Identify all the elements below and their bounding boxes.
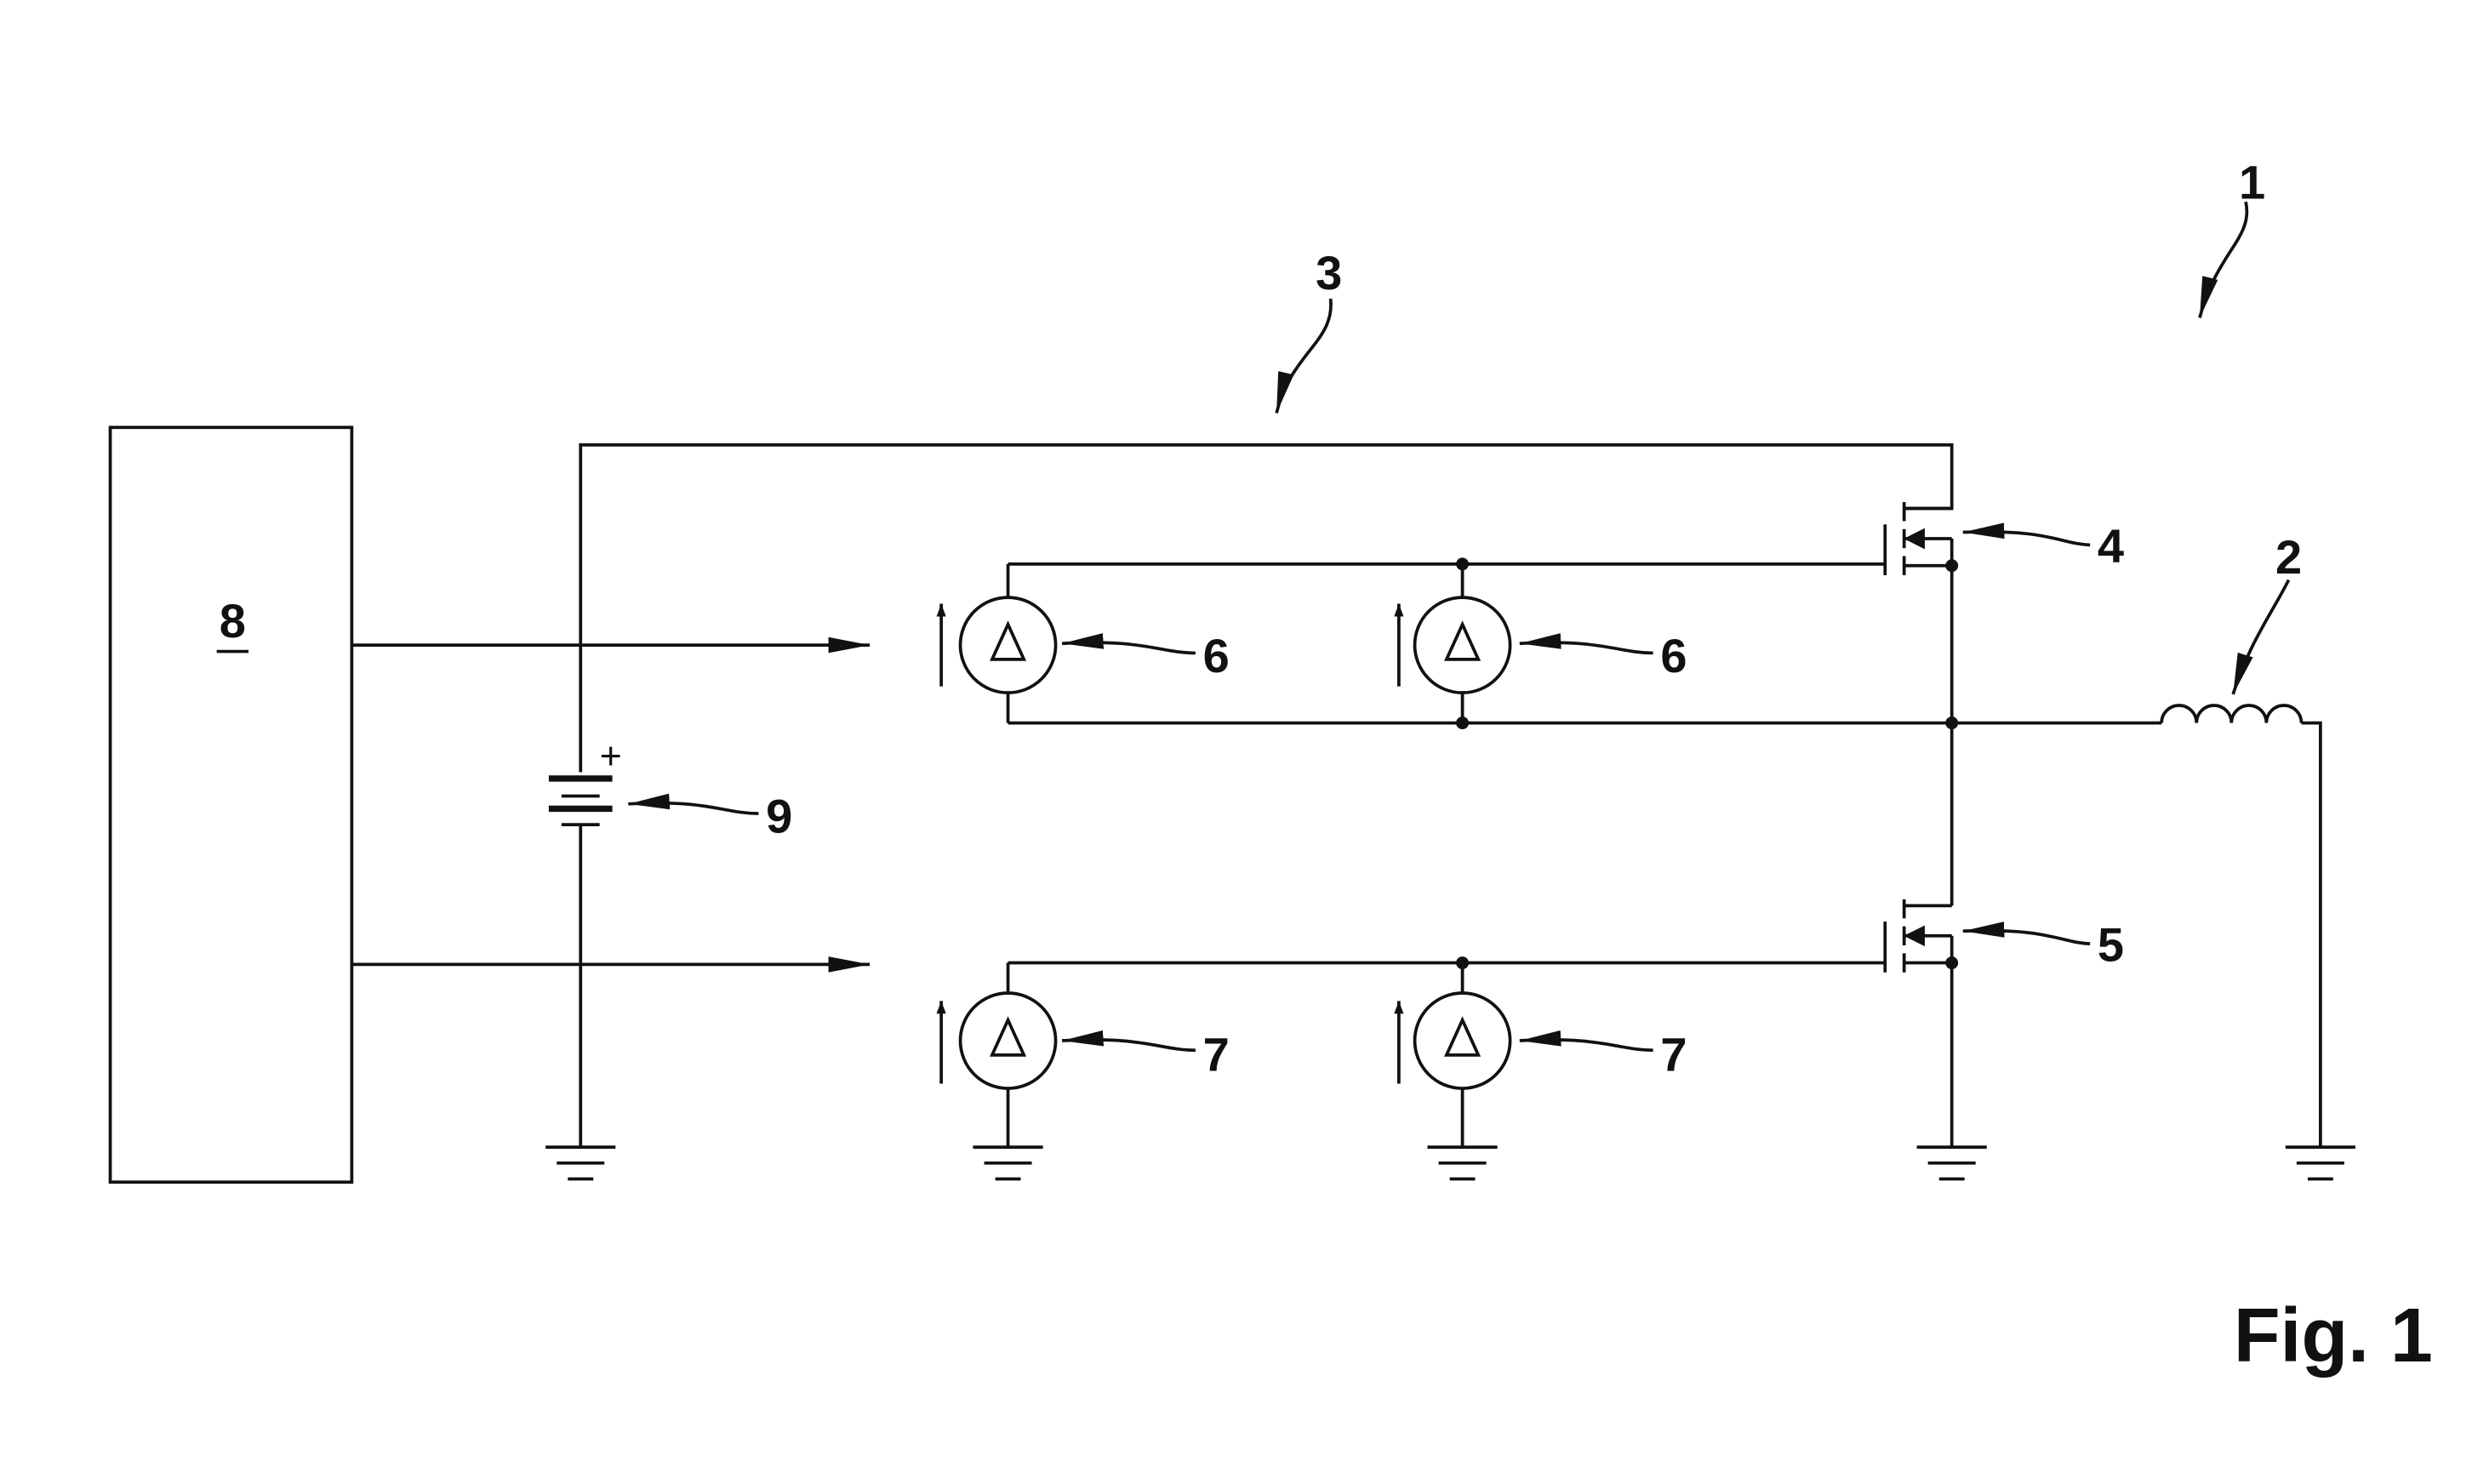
leader-arrow-5 <box>1962 922 2091 946</box>
label-battery: 9 <box>766 789 792 842</box>
ground-symbol-battery <box>545 1145 616 1181</box>
triangle-icon <box>989 620 1027 661</box>
leader-arrow-2 <box>2231 579 2291 695</box>
label-lower-source-1: 7 <box>1203 1028 1230 1082</box>
label-system: 1 <box>2239 155 2265 208</box>
lower-mosfet <box>1883 886 1954 973</box>
leader-arrow-3 <box>1275 298 1333 414</box>
label-upper-source-2: 6 <box>1660 629 1687 682</box>
inductor-coil <box>2160 704 2304 723</box>
label-upper-switch: 4 <box>2098 519 2124 573</box>
ground-symbol-source-7a <box>973 1145 1043 1181</box>
upper-current-source-1 <box>958 596 1058 694</box>
upper-current-source-2 <box>1413 596 1512 694</box>
label-upper-source-1: 6 <box>1203 629 1230 682</box>
lower-current-source-2 <box>1413 991 1512 1090</box>
leader-arrow-6b <box>1519 633 1653 655</box>
leader-arrow-7b <box>1519 1030 1653 1053</box>
triangle-icon <box>989 1016 1027 1057</box>
figure-caption: Fig. 1 <box>2234 1293 2433 1378</box>
triangle-icon <box>1444 620 1481 661</box>
label-inductor: 2 <box>2275 530 2302 584</box>
ground-symbol-source-7b <box>1427 1145 1498 1181</box>
control-unit-block <box>108 425 354 1184</box>
label-lower-source-2: 7 <box>1660 1028 1687 1082</box>
label-lower-switch: 5 <box>2098 918 2124 972</box>
battery-symbol <box>548 775 613 1148</box>
label-control-unit: 8 <box>220 594 246 648</box>
ground-symbol-inductor <box>2285 1145 2355 1181</box>
inductor-return-wire <box>2301 721 2322 1148</box>
upper-mosfet <box>1883 502 1954 575</box>
lower-current-source-1 <box>958 991 1058 1090</box>
battery-plus-sign: + <box>600 735 622 778</box>
ground-symbol-switch <box>1916 1145 1987 1181</box>
junction-dots <box>1456 557 1959 970</box>
triangle-icon <box>1444 1016 1481 1057</box>
leader-arrow-1 <box>2198 201 2249 318</box>
leader-arrow-9 <box>628 793 759 815</box>
leader-arrow-4 <box>1962 522 2091 547</box>
leader-arrow-7a <box>1061 1030 1196 1053</box>
label-bridge: 3 <box>1316 246 1342 300</box>
leader-arrow-6a <box>1061 633 1196 655</box>
